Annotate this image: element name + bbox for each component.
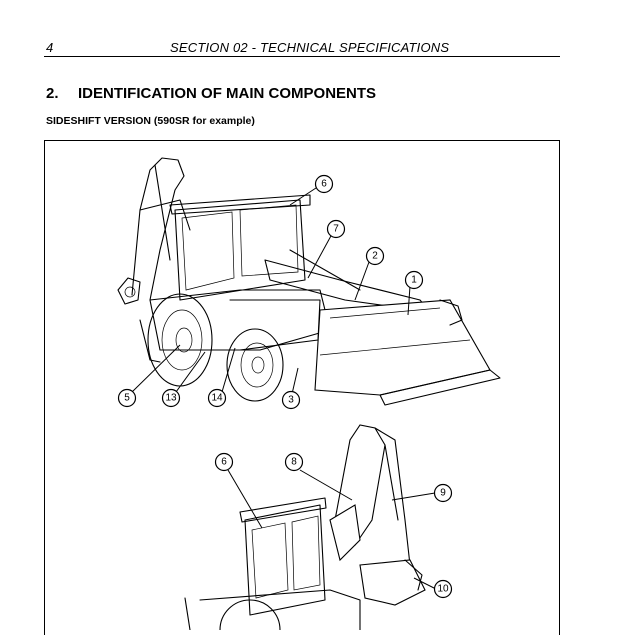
svg-text:6: 6 <box>221 457 227 468</box>
callout-1: 1 <box>404 270 424 290</box>
svg-text:5: 5 <box>124 393 130 404</box>
section-title: SECTION 02 - TECHNICAL SPECIFICATIONS <box>170 40 450 55</box>
callout-10: 10 <box>433 579 453 599</box>
callout-14: 14 <box>207 388 227 408</box>
callout-8: 8 <box>284 452 304 472</box>
callout-13: 13 <box>161 388 181 408</box>
page-number: 4 <box>46 40 54 55</box>
svg-text:8: 8 <box>291 457 297 468</box>
callout-2: 2 <box>365 246 385 266</box>
subheading: SIDESHIFT VERSION (590SR for example) <box>46 115 255 127</box>
heading-number: 2. <box>46 85 59 102</box>
page-heading: 2. IDENTIFICATION OF MAIN COMPONENTS <box>46 85 376 102</box>
svg-text:9: 9 <box>440 488 446 499</box>
callout-6-bottom: 6 <box>214 452 234 472</box>
svg-text:14: 14 <box>211 393 223 404</box>
header-divider <box>44 56 560 57</box>
svg-text:3: 3 <box>288 395 294 406</box>
svg-text:6: 6 <box>321 179 327 190</box>
callout-7: 7 <box>326 219 346 239</box>
svg-text:10: 10 <box>437 584 449 595</box>
svg-text:1: 1 <box>411 275 417 286</box>
figure-frame <box>44 140 560 635</box>
backhoe-loader-top-drawing <box>117 157 501 406</box>
svg-text:7: 7 <box>333 224 339 235</box>
svg-text:2: 2 <box>372 251 378 262</box>
callout-9: 9 <box>433 483 453 503</box>
backhoe-loader-bottom-drawing <box>184 424 426 630</box>
callout-6-top: 6 <box>314 174 334 194</box>
callout-5: 5 <box>117 388 137 408</box>
callout-3: 3 <box>281 390 301 410</box>
heading-text: IDENTIFICATION OF MAIN COMPONENTS <box>78 85 377 102</box>
leader-lines-bottom <box>227 469 437 590</box>
leader-lines-top <box>131 187 411 395</box>
svg-text:13: 13 <box>165 393 177 404</box>
